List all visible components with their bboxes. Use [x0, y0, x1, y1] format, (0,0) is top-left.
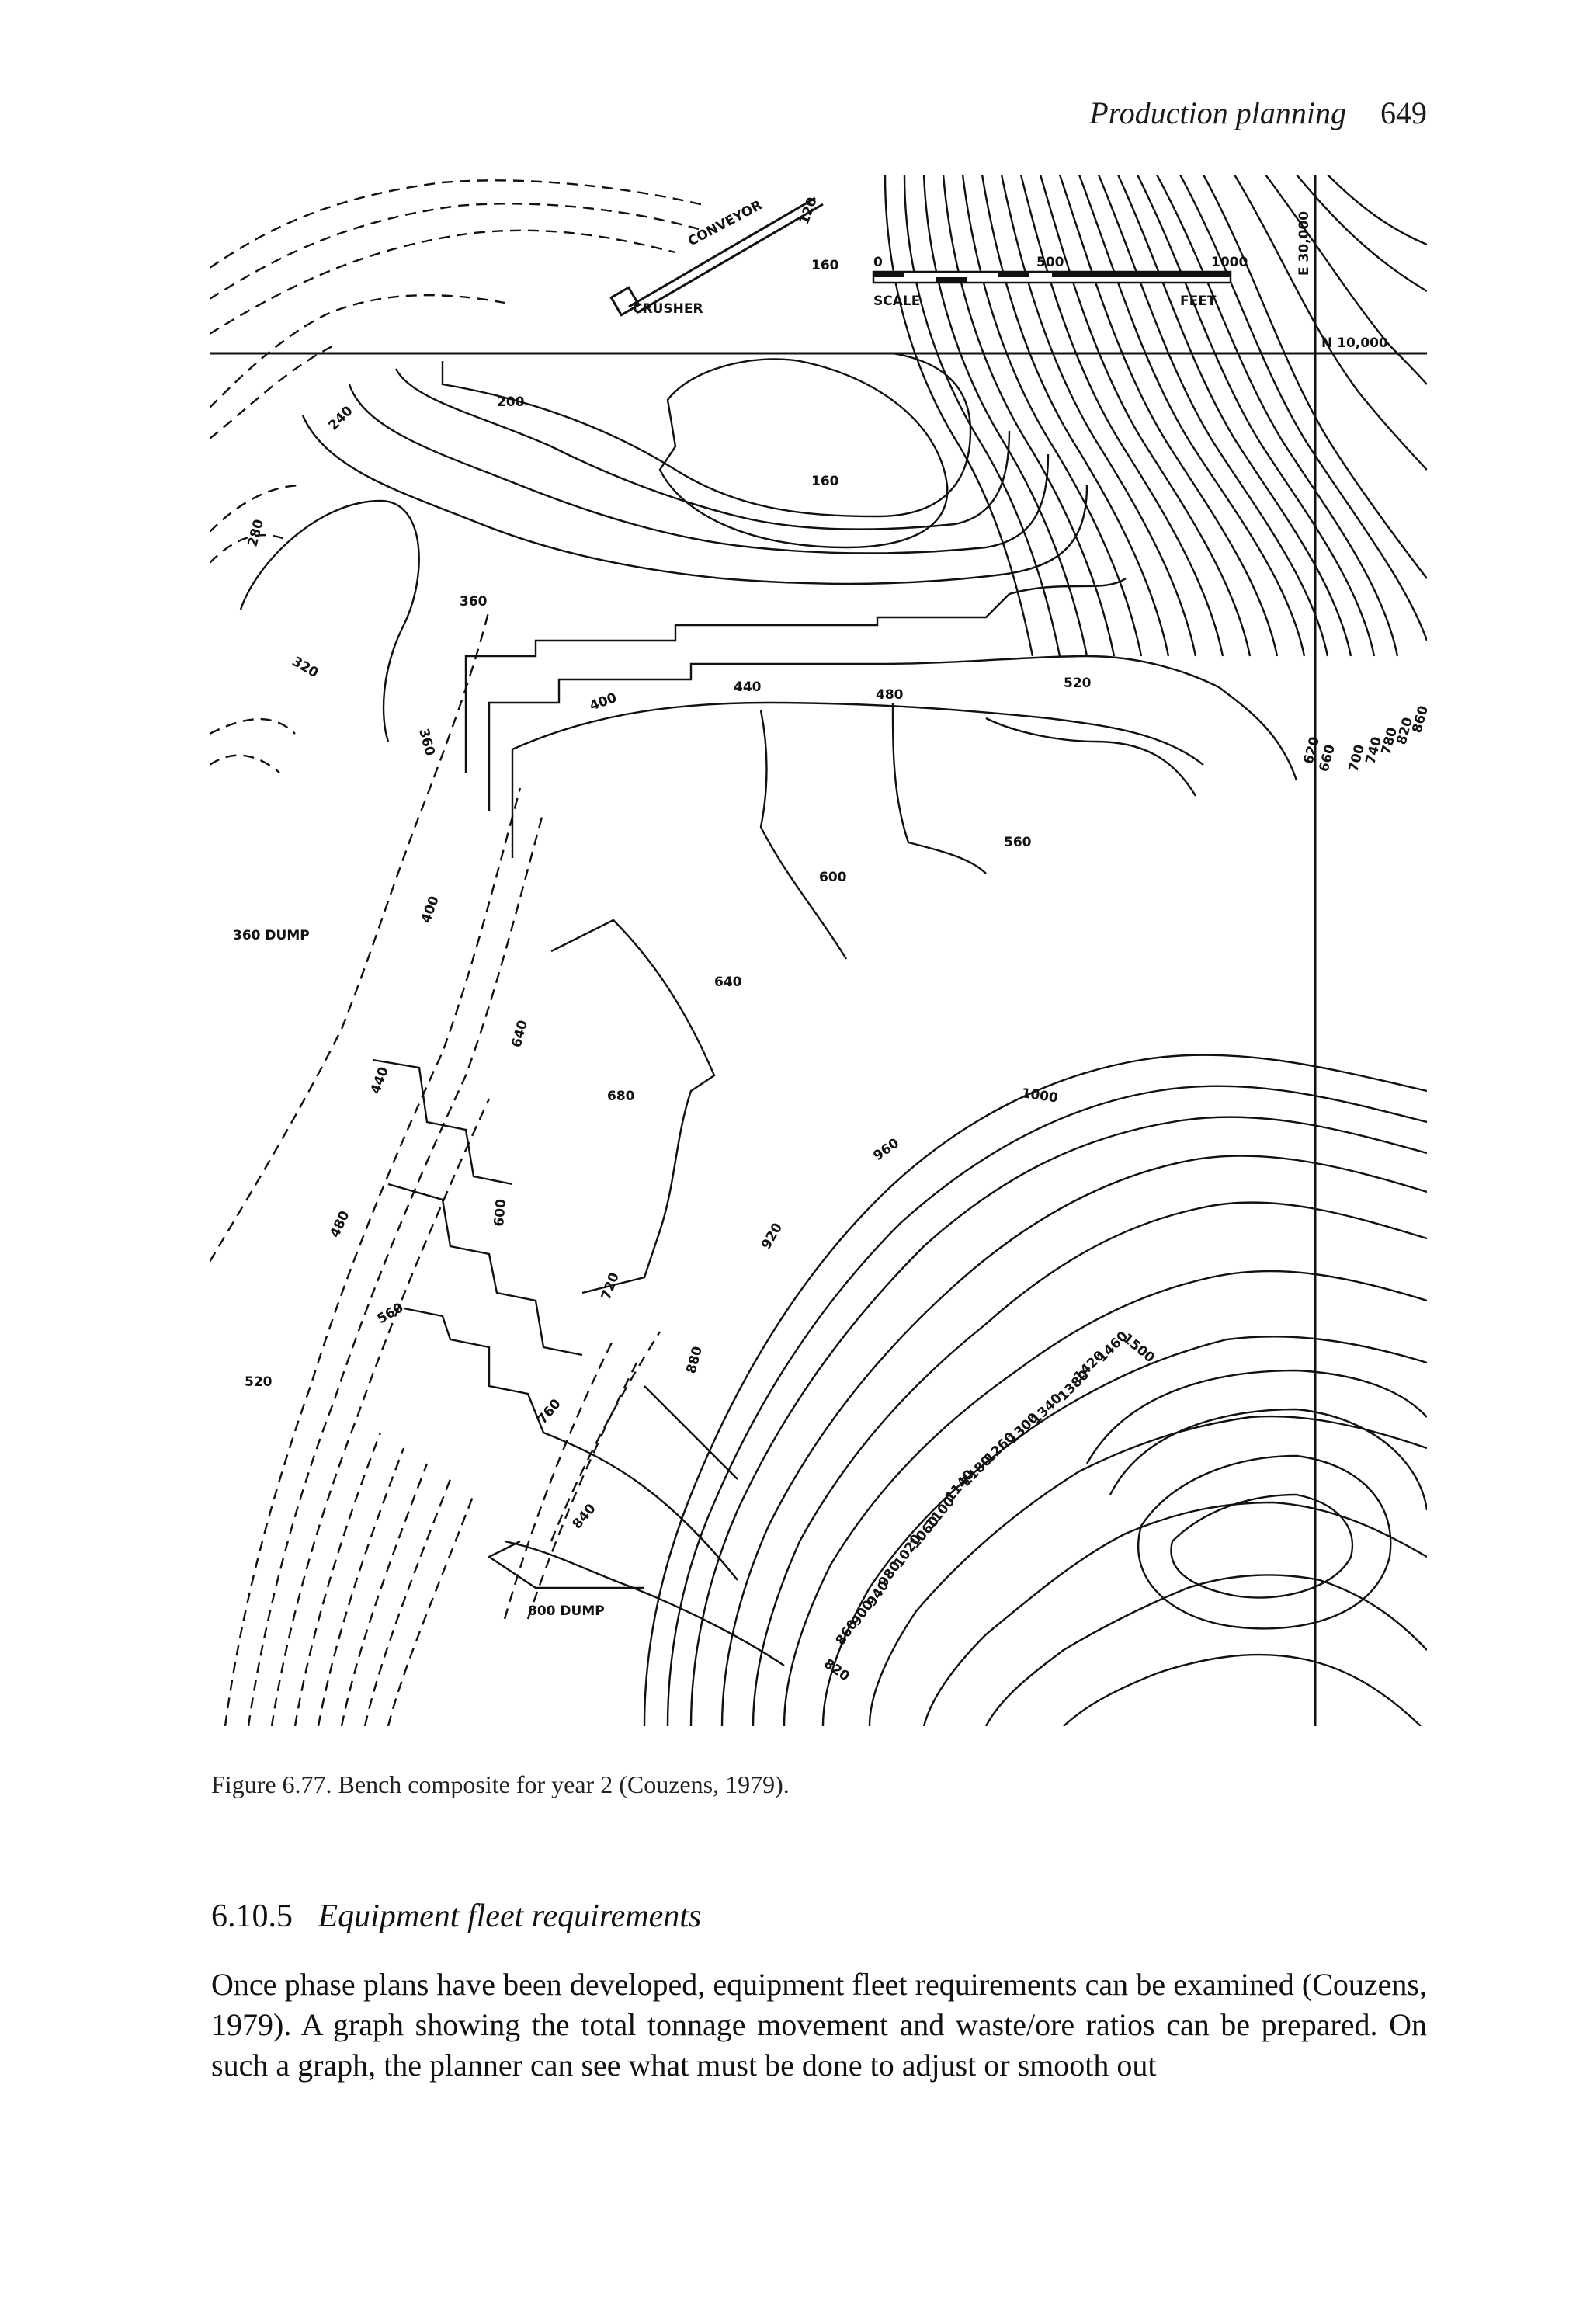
- label-640-a: 640: [714, 974, 742, 990]
- label-440-a: 440: [734, 679, 762, 695]
- label-680: 680: [607, 1089, 635, 1104]
- label-640-b: 640: [509, 1019, 532, 1050]
- running-header-title: Production planning: [1089, 96, 1346, 130]
- running-header: Production planning 649: [1089, 95, 1427, 131]
- label-560-b: 560: [375, 1300, 407, 1327]
- label-520-b: 520: [245, 1374, 273, 1390]
- contour-lines: [210, 175, 1427, 1726]
- label-160-a: 160: [811, 258, 839, 273]
- label-960: 960: [870, 1135, 902, 1164]
- label-820-b: 820: [821, 1656, 852, 1685]
- contour-map-svg: CONVEYOR CRUSHER SCALE FEET 0 500 1000 E…: [210, 175, 1427, 1726]
- label-scale-1000: 1000: [1211, 255, 1248, 270]
- label-scale-500: 500: [1036, 255, 1064, 270]
- solid-contours-right: [884, 175, 1427, 657]
- label-160-b: 160: [811, 474, 839, 489]
- body-paragraph: Once phase plans have been developed, eq…: [211, 1967, 1427, 2083]
- label-860-a: 860: [1410, 704, 1427, 735]
- label-360-dump: 360 DUMP: [233, 928, 310, 943]
- label-east: E 30,000: [1297, 211, 1312, 276]
- label-920: 920: [759, 1221, 786, 1252]
- label-240: 240: [325, 403, 356, 433]
- label-120: 120: [797, 195, 821, 226]
- label-520-a: 520: [1064, 676, 1092, 691]
- label-800-dump: 800 DUMP: [528, 1603, 605, 1619]
- section-title: Equipment fleet requirements: [318, 1898, 702, 1934]
- label-scale-0: 0: [873, 255, 883, 270]
- conveyor-line: [609, 196, 824, 317]
- label-scale: SCALE: [873, 294, 920, 309]
- label-720: 720: [599, 1270, 623, 1301]
- label-280: 280: [245, 518, 268, 549]
- label-480-a: 480: [876, 687, 904, 703]
- section-number: 6.10.5: [211, 1898, 293, 1934]
- label-360-a: 360: [460, 594, 488, 610]
- label-north: N 10,000: [1321, 335, 1388, 351]
- label-880: 880: [684, 1345, 706, 1376]
- label-200: 200: [497, 394, 525, 410]
- figure-caption: Figure 6.77. Bench composite for year 2 …: [211, 1770, 790, 1798]
- label-1500: 1500: [1120, 1331, 1158, 1367]
- label-400-b: 400: [418, 894, 443, 925]
- label-1000: 1000: [1020, 1086, 1059, 1106]
- label-400-a: 400: [588, 690, 619, 714]
- label-600-b: 600: [491, 1198, 509, 1227]
- label-conveyor: CONVEYOR: [686, 197, 765, 249]
- label-560-a: 560: [1004, 835, 1032, 850]
- label-feet: FEET: [1180, 294, 1217, 309]
- label-crusher: CRUSHER: [633, 301, 703, 317]
- page-number: 649: [1380, 96, 1427, 130]
- peak-contours: [643, 1054, 1427, 1726]
- section-heading: 6.10.5 Equipment fleet requirements: [211, 1898, 701, 1935]
- pit-bench-outlines: [239, 352, 1298, 1666]
- label-840: 840: [570, 1501, 599, 1532]
- bench-composite-map: CONVEYOR CRUSHER SCALE FEET 0 500 1000 E…: [210, 175, 1427, 1726]
- label-360-b: 360: [415, 727, 438, 758]
- label-480-b: 480: [327, 1208, 352, 1240]
- label-320: 320: [290, 654, 321, 681]
- dashed-contours-left: [210, 179, 707, 1726]
- label-440-b: 440: [368, 1065, 392, 1096]
- scale-bar: [872, 270, 1232, 284]
- label-600-a: 600: [819, 870, 847, 885]
